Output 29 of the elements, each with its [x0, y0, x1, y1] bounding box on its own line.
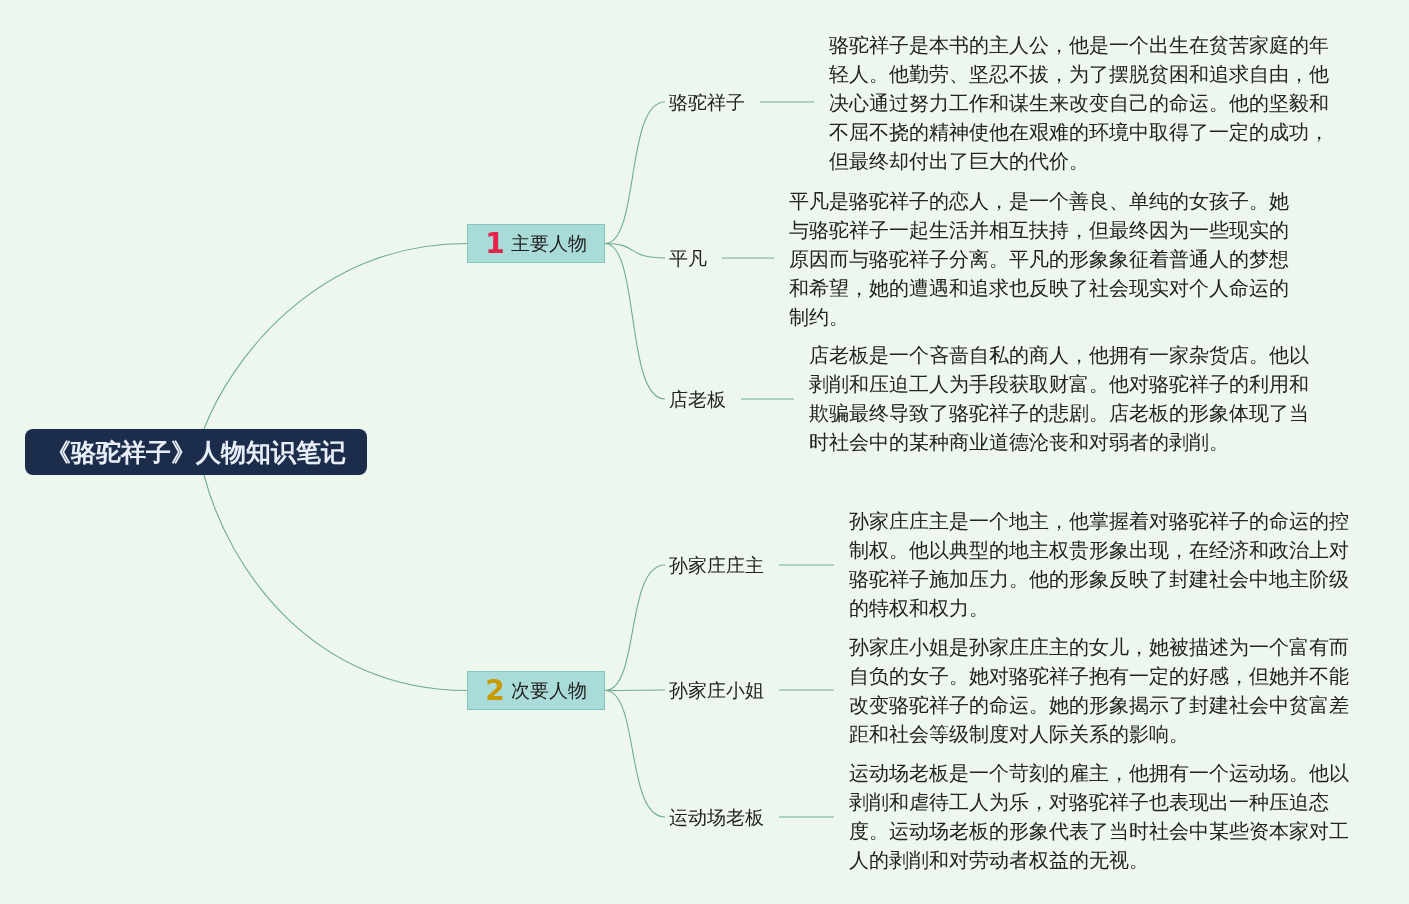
description-text: 平凡是骆驼祥子的恋人，是一个善良、单纯的女孩子。她与骆驼祥子一起生活并相互扶持，但最终因为一些现实的原因而与骆驼祥子分离。平凡的形象象征着普通人的梦想和希望，她的遭遇和追求也反映了社会现实对个人命运的制约。 — [774, 186, 1294, 332]
description-text: 运动场老板是一个苛刻的雇主，他拥有一个运动场。他以剥削和虐待工人为乐，对骆驼祥子也表现出一种压迫态度。运动场老板的形象代表了当时社会中某些资本家对工人的剥削和对劳动者权益的无视。 — [834, 759, 1354, 875]
description-text: 店老板是一个吝啬自私的商人，他拥有一家杂货店。他以剥削和压迫工人为手段获取财富。他对骆驼祥子的利用和欺骗最终导致了骆驼祥子的悲剧。店老板的形象体现了当时社会中的某种商业道德沦丧和对弱者的剥削。 — [794, 341, 1314, 457]
connector-line — [740, 398, 795, 400]
character-label: 运动场老板 — [665, 803, 779, 831]
connector-line — [778, 564, 835, 566]
connector-line — [759, 101, 815, 103]
connector-line — [604, 689, 666, 818]
character-label: 平凡 — [665, 244, 722, 272]
character-label: 骆驼祥子 — [665, 88, 760, 116]
character-label: 孙家庄小姐 — [665, 676, 779, 704]
connector-line — [604, 242, 666, 400]
description-text: 骆驼祥子是本书的主人公，他是一个出生在贫苦家庭的年轻人。他勤劳、坚忍不拔，为了摆脱贫困和追求自由，他决心通过努力工作和谋生来改变自己的命运。他的坚毅和不屈不挠的精神使他在艰难的环境中取得了一定的成功，但最终却付出了巨大的代价。 — [814, 30, 1334, 176]
connector-line — [778, 816, 835, 818]
title-box: 《骆驼祥子》人物知识笔记 — [25, 429, 367, 475]
category-box — [467, 671, 605, 710]
character-label: 孙家庄庄主 — [665, 551, 779, 579]
number-label: 1 — [485, 229, 505, 258]
connector-line — [203, 474, 468, 692]
character-label: 店老板 — [665, 385, 741, 413]
connector-line — [203, 242, 468, 430]
category-label: 主要人物 — [510, 230, 587, 256]
category-box — [467, 224, 605, 263]
connector-line — [721, 257, 775, 259]
number-label: 2 — [485, 676, 505, 705]
description-text: 孙家庄小姐是孙家庄庄主的女儿，她被描述为一个富有而自负的女子。她对骆驼祥子抱有一定的好感，但她并不能改变骆驼祥子的命运。她的形象揭示了封建社会中贫富差距和社会等级制度对人际关系的影响。 — [834, 633, 1354, 749]
connector-line — [778, 689, 835, 691]
category-label: 次要人物 — [510, 677, 587, 703]
description-text: 孙家庄庄主是一个地主，他掌握着对骆驼祥子的命运的控制权。他以典型的地主权贵形象出现，在经济和政治上对骆驼祥子施加压力。他的形象反映了封建社会中地主阶级的特权和权力。 — [834, 507, 1354, 623]
